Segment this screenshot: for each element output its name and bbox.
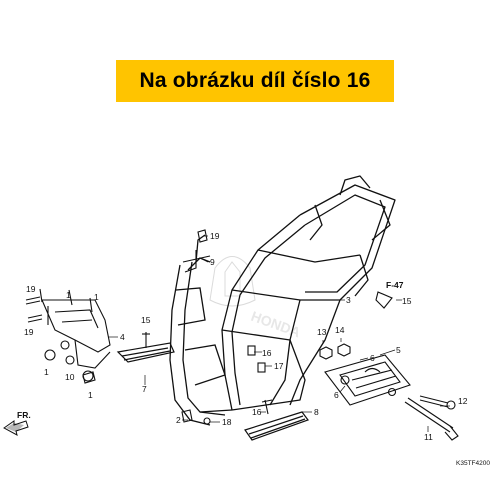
callout-7: 7 — [142, 384, 147, 394]
banner-text: Na obrázku díl číslo 16 — [139, 69, 371, 92]
step-bracket-left — [116, 342, 175, 363]
callout-14: 15 — [402, 296, 412, 306]
nuts-13 — [319, 343, 351, 360]
front-marker-label: FR. — [17, 410, 31, 420]
callout-19-a: 19 — [26, 284, 36, 294]
callout-19-b: 19 — [24, 327, 34, 337]
grommets-16 — [247, 345, 266, 373]
leader-lines — [108, 235, 450, 432]
callout-10: 10 — [65, 372, 75, 382]
diagram-code: K35TF4200 — [456, 460, 490, 467]
callout-12: 12 — [458, 396, 468, 406]
long-bolt-12 — [419, 395, 456, 410]
main-frame — [221, 175, 396, 411]
callout-1-c: 1 — [44, 367, 49, 377]
callout-13-a: 13 — [317, 327, 327, 337]
small-parts-left — [65, 355, 96, 384]
callout-labels: 1 1 1 1 2 3 4 5 6 6 7 8 9 10 11 12 13 14… — [17, 231, 490, 467]
callout-11: 11 — [424, 432, 433, 442]
callout-16-a: 16 — [262, 348, 272, 358]
engine-hanger-5 — [324, 354, 411, 406]
callout-6-b: 6 — [334, 390, 339, 400]
front-direction-arrow — [3, 420, 29, 436]
callout-3: 3 — [346, 295, 351, 305]
bolts-left — [25, 288, 93, 323]
bracket-assembly-4 — [41, 299, 111, 382]
reference-f47: F-47 — [386, 280, 404, 290]
callout-15-b: 16 — [252, 407, 262, 417]
step-bracket-right — [244, 411, 309, 441]
callout-4: 4 — [120, 332, 125, 342]
callout-17: 18 — [222, 417, 232, 427]
callout-1-b: 1 — [94, 292, 99, 302]
clip-14 — [375, 291, 393, 309]
bracket-9-18 — [182, 229, 211, 273]
callout-9: 9 — [210, 257, 215, 267]
callout-16-b: 17 — [274, 361, 284, 371]
callout-18: 19 — [210, 231, 220, 241]
callout-15-a: 15 — [141, 315, 151, 325]
callout-2: 2 — [176, 415, 181, 425]
long-bolt-11 — [404, 397, 459, 441]
callout-13-b: 14 — [335, 325, 345, 335]
callout-1-d: 1 — [88, 390, 93, 400]
part-number-banner: Na obrázku díl číslo 16 — [116, 60, 394, 102]
callout-8: 8 — [314, 407, 319, 417]
small-parts-bottom — [142, 332, 273, 425]
callout-1-a: 1 — [66, 290, 71, 300]
callout-5: 5 — [396, 345, 401, 355]
callout-6-a: 6 — [370, 353, 375, 363]
